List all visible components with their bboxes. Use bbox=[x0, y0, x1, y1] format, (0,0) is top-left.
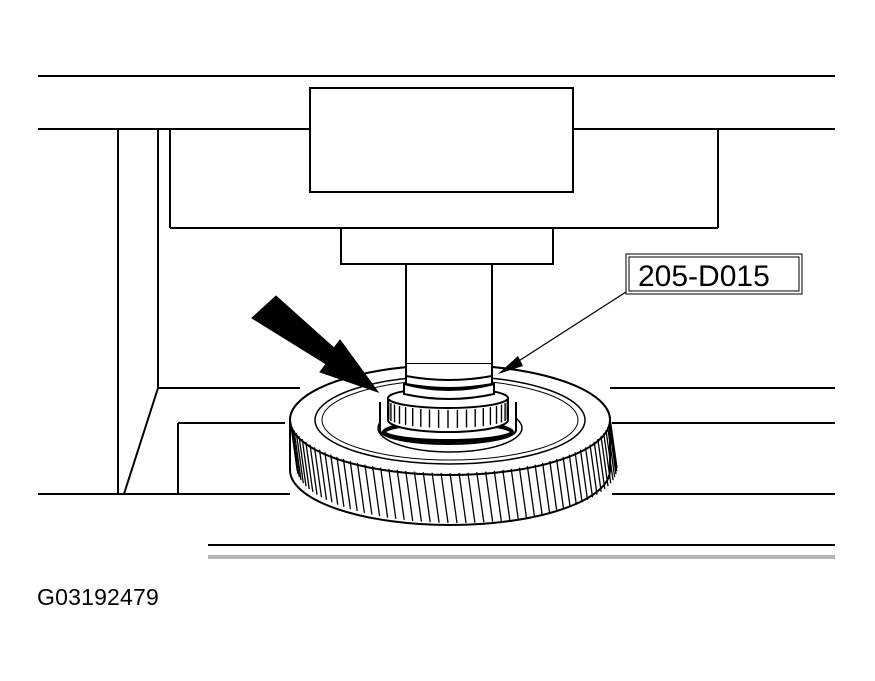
gear-tooth bbox=[568, 454, 577, 505]
arrow-icon bbox=[251, 295, 380, 393]
press-ram bbox=[309, 87, 574, 193]
callout-label: 205-D015 bbox=[638, 260, 770, 293]
gear-tooth bbox=[607, 427, 616, 478]
gear-tooth bbox=[324, 452, 333, 503]
gear-tooth bbox=[440, 472, 449, 523]
gear-tooth bbox=[431, 472, 440, 523]
gear-tooth bbox=[396, 469, 405, 520]
gear-tooth bbox=[555, 458, 565, 510]
gear-tooth bbox=[293, 430, 302, 481]
bearing-rollers bbox=[387, 400, 509, 428]
gear-tooth bbox=[290, 424, 299, 475]
gear-tooth bbox=[476, 472, 485, 523]
tool-callout: 205-D015 bbox=[498, 253, 803, 374]
callout-leader bbox=[513, 291, 627, 365]
gear-tooth bbox=[413, 471, 423, 522]
figure-id: G03192479 bbox=[37, 584, 160, 610]
gear-tooth bbox=[600, 436, 609, 487]
gear-tooth bbox=[541, 462, 551, 513]
gear-tooth bbox=[467, 472, 476, 523]
gear-tooth bbox=[364, 464, 373, 515]
gear-tooth bbox=[336, 456, 345, 507]
gear-tooth bbox=[574, 452, 583, 503]
gear-tooth bbox=[605, 430, 614, 481]
gear-tooth bbox=[562, 456, 571, 507]
gear-tooth bbox=[609, 417, 618, 469]
gear-tooth bbox=[603, 433, 612, 484]
gear-tooth bbox=[510, 468, 519, 519]
gear-tooth bbox=[597, 438, 606, 490]
gear-tooth bbox=[305, 441, 314, 492]
gear-tooth bbox=[584, 447, 594, 498]
gear-tooth bbox=[388, 468, 397, 519]
gear-tooth bbox=[579, 449, 589, 500]
gear-tooth bbox=[309, 444, 318, 495]
gear-tooth bbox=[318, 449, 328, 500]
gear-tooth bbox=[295, 433, 304, 484]
gear-tooth bbox=[298, 436, 307, 487]
gear-tooth bbox=[379, 467, 389, 518]
gear-tooth bbox=[608, 424, 617, 475]
gear-tooth bbox=[349, 460, 358, 512]
gear-tooth bbox=[534, 464, 543, 515]
gear-tooth bbox=[609, 421, 618, 472]
gear-tooth bbox=[589, 444, 598, 495]
gear-tooth bbox=[449, 472, 458, 524]
gear-tooth bbox=[342, 458, 352, 510]
gear-tooth bbox=[291, 427, 300, 478]
gear-tooth bbox=[493, 470, 502, 521]
gear-tooth bbox=[518, 467, 528, 518]
gear-tooth bbox=[356, 462, 366, 513]
gear-teeth bbox=[289, 417, 618, 524]
press-frame bbox=[38, 75, 835, 495]
gear-tooth bbox=[301, 438, 310, 490]
callout-arrowhead bbox=[498, 356, 523, 374]
gear-tooth bbox=[405, 470, 414, 521]
gear-tooth bbox=[526, 466, 536, 517]
bench-base bbox=[208, 544, 835, 559]
gear-tooth bbox=[330, 454, 339, 505]
gear-tooth bbox=[549, 460, 558, 512]
gear-tooth bbox=[593, 441, 602, 492]
gear-tooth bbox=[313, 447, 323, 498]
gear-tooth bbox=[484, 471, 494, 522]
gear-tooth bbox=[371, 466, 381, 517]
installer-tool bbox=[340, 227, 554, 400]
gear-tooth bbox=[502, 469, 511, 520]
gear-tooth bbox=[422, 472, 431, 523]
gear-tooth bbox=[458, 472, 467, 523]
